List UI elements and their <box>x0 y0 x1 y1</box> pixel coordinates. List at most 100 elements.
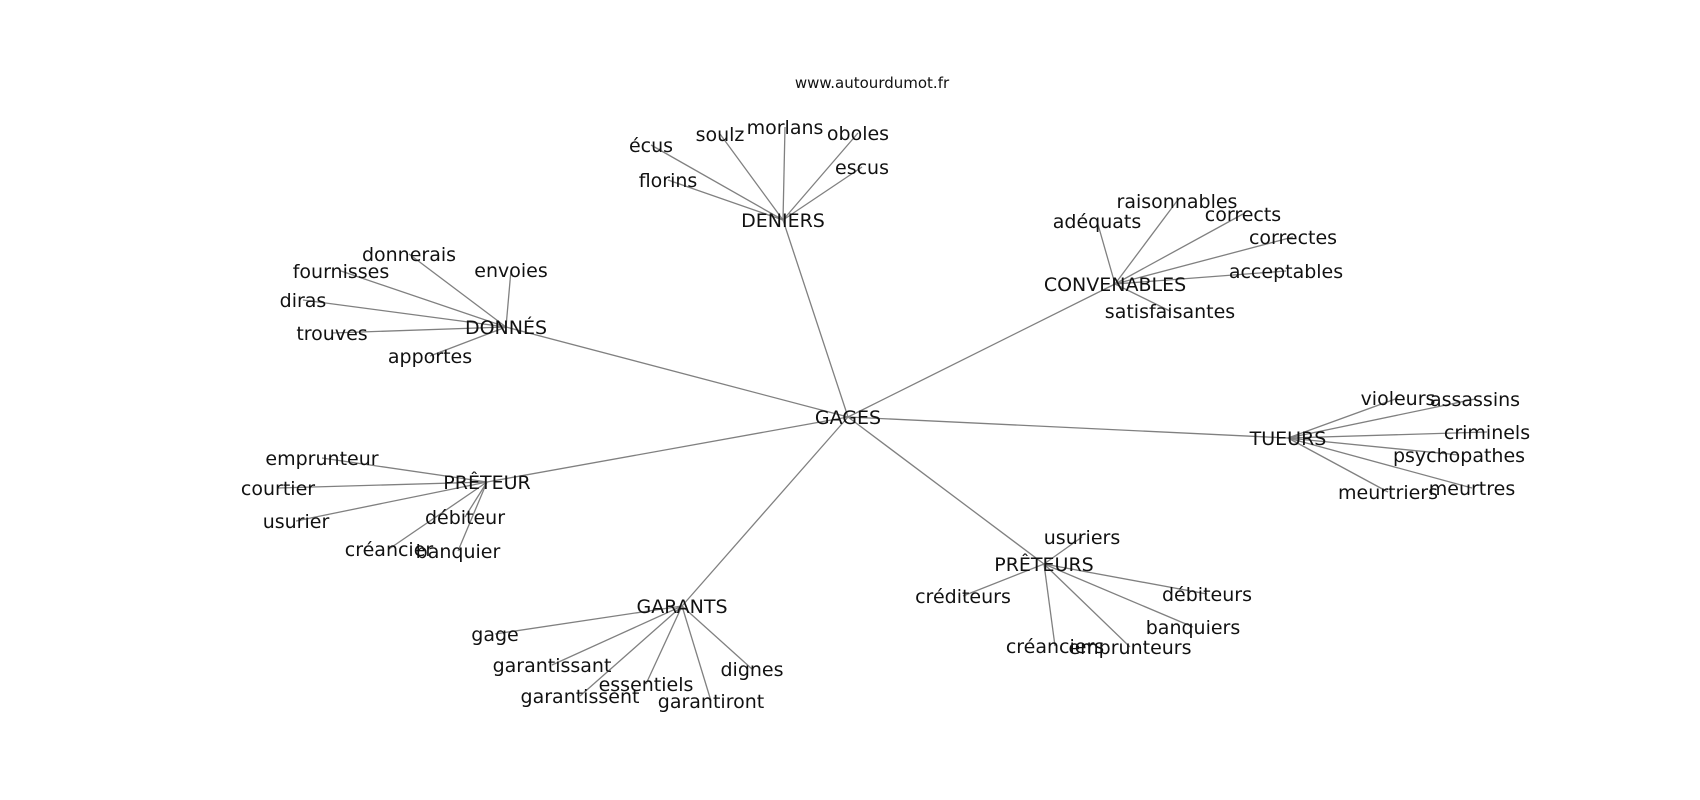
word-node-convenables: corrects <box>1205 204 1281 226</box>
edge-preteur-5 <box>457 481 488 552</box>
cluster-node-garants: GARANTS <box>636 596 727 618</box>
edge-preteurs-1 <box>962 563 1045 597</box>
word-node-donnes: diras <box>280 290 327 312</box>
edge-convenables-3 <box>1114 236 1294 285</box>
edge-preteur-1 <box>277 481 488 489</box>
edge-preteur-4 <box>388 481 488 550</box>
edge-deniers-0 <box>650 144 784 221</box>
edge-center-deniers <box>782 219 849 418</box>
edge-deniers-4 <box>782 166 863 221</box>
word-node-donnes: donnerais <box>362 244 456 266</box>
edge-garants-1 <box>551 605 683 666</box>
edge-preteurs-2 <box>1043 563 1208 595</box>
word-node-preteur: débiteur <box>425 507 505 529</box>
word-node-donnes: trouves <box>296 323 367 345</box>
edge-convenables-4 <box>1114 270 1287 285</box>
edge-preteurs-5 <box>1043 563 1131 648</box>
edge-tueurs-5 <box>1287 437 1389 493</box>
word-node-garants: essentiels <box>599 674 694 696</box>
cluster-node-preteur: PRÊTEUR <box>443 471 530 494</box>
edge-center-tueurs <box>847 416 1289 439</box>
edge-center-convenables <box>847 283 1116 418</box>
edge-center-preteurs <box>847 416 1045 565</box>
edge-preteur-2 <box>295 481 488 522</box>
word-node-deniers: florins <box>639 170 698 192</box>
word-node-tueurs: meurtriers <box>1338 482 1438 504</box>
edge-deniers-3 <box>782 132 859 221</box>
graph-edges <box>277 126 1488 702</box>
edge-donnes-5 <box>429 326 507 357</box>
word-node-donnes: fournisses <box>293 261 390 283</box>
edge-convenables-2 <box>1114 213 1244 285</box>
edge-preteurs-3 <box>1043 563 1194 628</box>
word-node-convenables: raisonnables <box>1117 191 1238 213</box>
word-node-convenables: satisfaisantes <box>1105 301 1235 323</box>
word-node-garants: gage <box>471 624 518 646</box>
word-node-preteur: banquier <box>416 541 501 563</box>
edge-donnes-2 <box>505 269 512 328</box>
word-node-preteurs: usuriers <box>1044 527 1120 549</box>
word-node-tueurs: criminels <box>1444 422 1530 444</box>
word-node-preteur: emprunteur <box>265 448 378 470</box>
edge-convenables-0 <box>1114 200 1178 285</box>
word-node-tueurs: violeurs <box>1361 388 1436 410</box>
word-node-deniers: morlans <box>747 117 824 139</box>
word-node-deniers: soulz <box>696 124 745 146</box>
center-node: GAGES <box>815 407 881 429</box>
edge-donnes-0 <box>408 253 507 328</box>
edge-tueurs-2 <box>1287 431 1488 439</box>
edge-tueurs-0 <box>1287 397 1399 439</box>
word-node-preteurs: banquiers <box>1146 617 1241 639</box>
edge-convenables-5 <box>1114 283 1171 312</box>
edge-tueurs-3 <box>1287 437 1460 456</box>
edge-garants-2 <box>579 605 683 697</box>
cluster-node-preteurs: PRÊTEURS <box>994 553 1093 576</box>
edge-center-garants <box>681 416 849 607</box>
edge-donnes-4 <box>331 326 507 334</box>
word-node-convenables: adéquats <box>1053 211 1142 233</box>
word-node-deniers: escus <box>835 157 889 179</box>
edge-donnes-1 <box>340 270 507 328</box>
word-node-deniers: écus <box>629 135 673 157</box>
word-node-tueurs: meurtres <box>1429 478 1515 500</box>
word-node-preteurs: créditeurs <box>915 586 1011 608</box>
word-node-preteurs: débiteurs <box>1162 584 1252 606</box>
word-node-deniers: oboles <box>827 123 889 145</box>
word-node-donnes: apportes <box>388 346 472 368</box>
word-node-preteurs: emprunteurs <box>1068 637 1191 659</box>
word-node-garants: garantissent <box>521 686 640 708</box>
word-node-preteurs: créanciers <box>1006 636 1104 658</box>
edge-center-donnes <box>505 326 849 418</box>
word-node-garants: garantissant <box>493 655 612 677</box>
word-node-preteur: usurier <box>263 511 330 533</box>
word-node-preteur: courtier <box>241 478 315 500</box>
edge-garants-5 <box>681 605 712 702</box>
edge-deniers-2 <box>782 126 786 221</box>
edge-preteurs-4 <box>1043 563 1056 647</box>
edge-tueurs-1 <box>1287 398 1476 439</box>
edge-preteur-3 <box>464 481 488 518</box>
cluster-node-convenables: CONVENABLES <box>1044 274 1186 296</box>
edge-garants-4 <box>681 605 753 670</box>
edge-preteur-0 <box>321 457 488 483</box>
edge-center-preteur <box>486 416 849 483</box>
edge-preteurs-0 <box>1043 536 1083 565</box>
word-node-donnes: envoies <box>474 260 547 282</box>
edge-donnes-3 <box>302 299 507 328</box>
edge-garants-0 <box>494 605 683 635</box>
cluster-node-deniers: DENIERS <box>741 210 825 232</box>
edge-garants-3 <box>645 605 683 685</box>
word-node-convenables: correctes <box>1249 227 1337 249</box>
cluster-node-tueurs: TUEURS <box>1249 428 1327 450</box>
word-node-garants: dignes <box>720 659 783 681</box>
word-node-preteur: créancier <box>345 539 434 561</box>
word-node-tueurs: psychopathes <box>1393 445 1525 467</box>
cluster-node-donnes: DONNÉS <box>465 316 547 339</box>
edge-tueurs-4 <box>1287 437 1473 489</box>
edge-convenables-1 <box>1096 220 1116 285</box>
site-credit[interactable]: www.autourdumot.fr <box>795 74 950 92</box>
word-node-garants: garantiront <box>658 691 764 713</box>
edge-deniers-5 <box>667 179 784 221</box>
